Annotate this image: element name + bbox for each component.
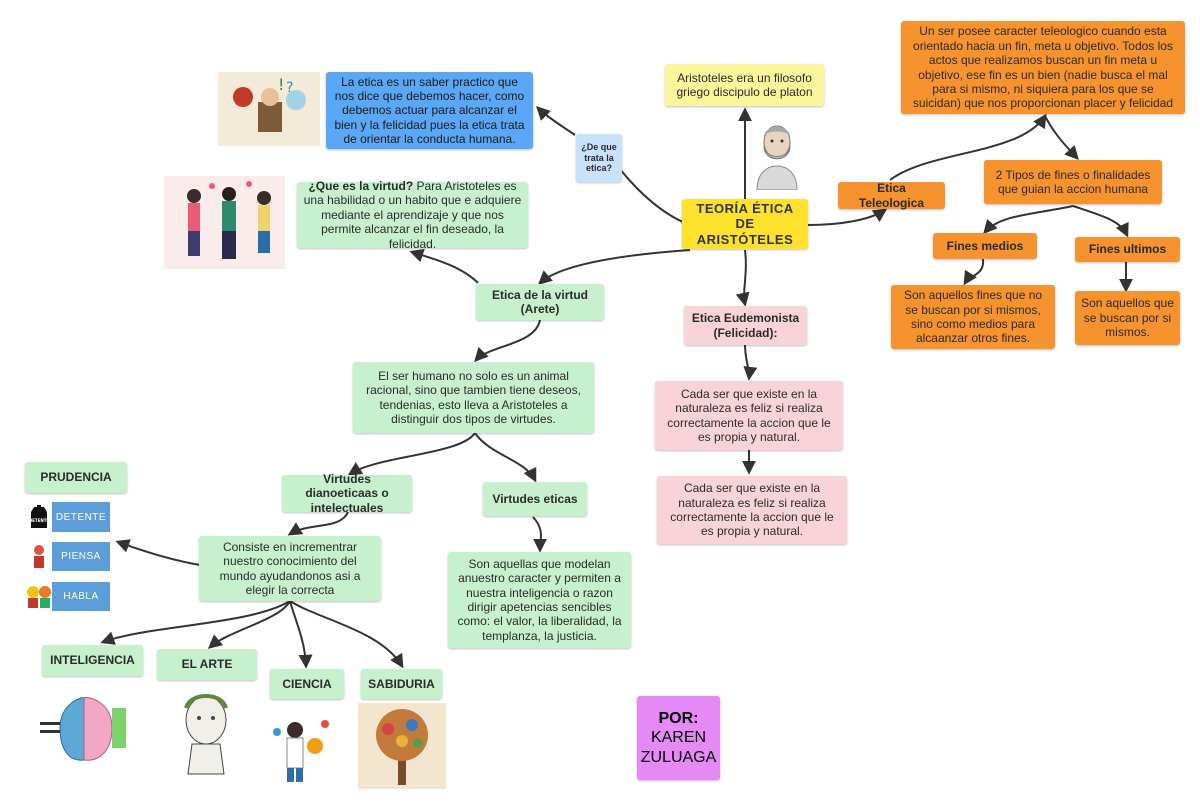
ser-humano-node: El ser humano no solo es un animal racio… [353,362,594,433]
virtudes-dianoeticas-node: Virtudes dianoeticaas o intelectuales [282,472,412,515]
author-by-label: POR: [658,710,699,728]
main-title-node: TEORÍA ÉTICA DE ARISTÓTELES [682,199,808,249]
aristoteles-portrait-icon [752,118,802,191]
teleologico-definition-node: Un ser posee caracter teleologico cuando… [901,21,1185,114]
inteligencia-node: INTELIGENCIA [42,645,143,676]
ethics-dilemma-illustration-icon: ! ? [218,72,320,146]
consiste-node: Consiste en incrementrar nuestro conocim… [199,536,381,601]
etica-virtud-node: Etica de la virtud (Arete) [476,284,604,320]
virtudes-eticas-node: Virtudes eticas [483,482,587,516]
speaking-people-icon [25,580,53,610]
etica-eudemonista-node: Etica Eudemonista (Felicidad): [684,306,807,345]
stop-hand-icon: DETENTE [27,502,51,530]
habla-tag: HABLA [52,582,110,611]
cada-ser-node-1: Cada ser que existe en la naturaleza es … [655,381,843,450]
etica-teleologica-node: Etica Teleologica [838,181,945,210]
scientist-icon [265,712,340,786]
piensa-tag: PIENSA [52,542,110,571]
el-arte-node: EL ARTE [157,649,257,680]
dos-tipos-node: 2 Tipos de fines o finalidades que guian… [984,160,1162,204]
question-node: ¿De que trata la etica? [576,134,622,182]
virtud-question-node: ¿Que es la virtud? Para Aristoteles es u… [297,179,528,251]
virtudes-eticas-definition-node: Son aquellas que modelan anuestro caract… [448,552,631,648]
svg-text:?: ? [286,80,293,96]
author-node: POR: KAREN ZULUAGA [637,696,720,780]
fines-ultimos-definition-node: Son aquellos que se buscan por si mismos… [1075,291,1180,345]
fines-ultimos-node: Fines ultimos [1075,237,1180,262]
author-name: KAREN ZULUAGA [640,729,717,766]
fines-medios-node: Fines medios [933,233,1037,259]
svg-text:!: ! [278,75,284,94]
cada-ser-node-2: Cada ser que existe en la naturaleza es … [657,476,847,544]
statue-head-icon [168,686,244,776]
people-celebrating-illustration-icon [164,176,285,269]
virtud-question-label: ¿Que es la virtud? [308,179,414,194]
sabiduria-node: SABIDURIA [361,669,442,699]
thinking-person-icon [27,542,51,570]
fines-medios-definition-node: Son aquellos fines que no se buscan por … [891,285,1055,349]
stop-hand-icon-text: DETENTE [29,518,50,523]
detente-tag: DETENTE [52,502,110,532]
ciencia-node: CIENCIA [270,669,344,699]
virtud-question-text: Para Aristoteles es una habilidad o un h… [303,179,522,251]
brain-icon [38,688,130,768]
etica-definition-node: La etica es un saber practico que nos di… [326,72,533,149]
prudencia-node: PRUDENCIA [25,462,127,493]
tree-of-knowledge-icon [358,703,446,789]
aristoteles-node: Aristoteles era un filosofo griego disci… [665,64,824,106]
